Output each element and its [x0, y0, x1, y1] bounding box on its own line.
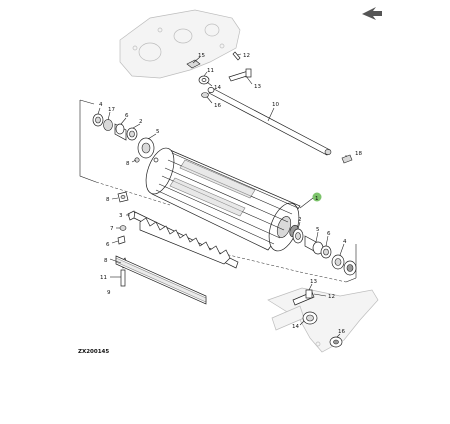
callout-5: 5 [316, 227, 320, 233]
callout-13: 13 [310, 279, 317, 285]
drive-shaft [207, 87, 332, 156]
callout-17: 17 [108, 107, 115, 113]
callout-5: 5 [156, 129, 160, 135]
callout-14: 14 [214, 85, 221, 91]
callout-10: 10 [272, 102, 279, 108]
callout-6: 6 [327, 231, 331, 237]
callout-14: 14 [292, 324, 299, 330]
top-fastener-group [186, 51, 252, 98]
callout-7: 7 [110, 226, 114, 232]
callout-11: 11 [100, 275, 107, 281]
callout-4: 4 [343, 239, 347, 245]
callout-2: 2 [139, 119, 143, 125]
callout-12: 12 [328, 294, 335, 300]
serrated-knife [133, 211, 239, 269]
callout-16: 16 [338, 329, 345, 335]
right-bearing-stack [292, 228, 357, 276]
callout-12: 12 [243, 53, 250, 59]
callout-18: 18 [355, 151, 362, 157]
callout-11: 11 [207, 68, 214, 74]
lower-right-linkage [267, 287, 379, 353]
callout-labels: 15 11 12 13 14 16 10 4 17 6 2 5 8 18 1 8… [99, 53, 362, 335]
scraper-bar [115, 255, 207, 305]
direction-arrow-icon [362, 7, 382, 20]
callout-9: 9 [107, 290, 111, 296]
callout-8: 8 [126, 161, 130, 167]
callout-16: 16 [214, 103, 221, 109]
callout-13: 13 [254, 84, 261, 90]
highlight-badge [312, 192, 322, 202]
callout-3: 3 [119, 213, 123, 219]
callout-2: 2 [298, 217, 302, 223]
figure-reference: ZX200145 [78, 349, 109, 355]
main-drum[interactable] [141, 144, 305, 255]
leader-lines [97, 53, 347, 338]
callout-8: 8 [106, 197, 110, 203]
callout-8: 8 [104, 258, 108, 264]
callout-6: 6 [106, 242, 110, 248]
callout-15: 15 [198, 53, 205, 59]
callout-1: 1 [315, 196, 319, 202]
callout-6: 6 [125, 113, 129, 119]
clip-part [341, 154, 353, 164]
callout-4: 4 [99, 102, 103, 108]
gearbox-housing [119, 9, 241, 79]
left-bearing-stack [92, 113, 155, 163]
